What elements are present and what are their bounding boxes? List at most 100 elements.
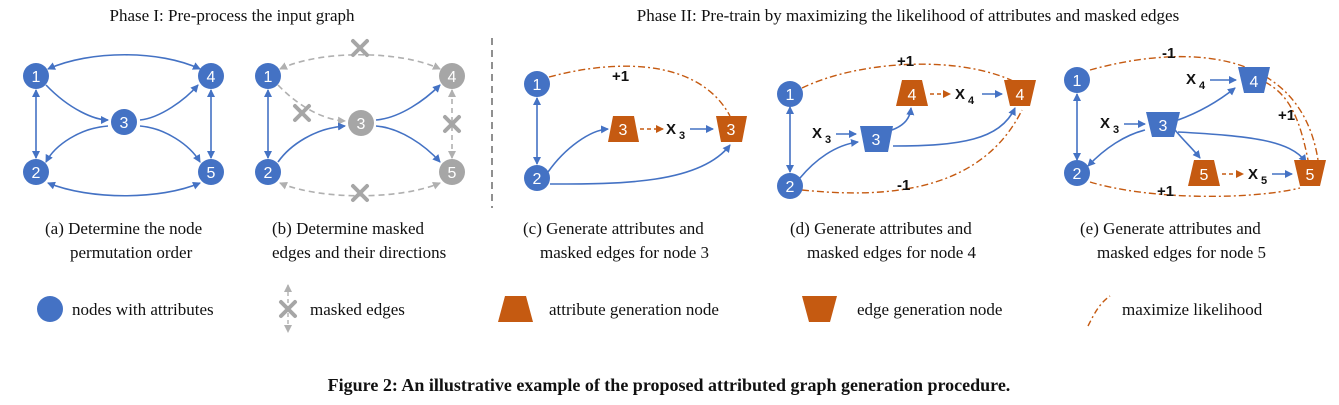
svg-text:X: X — [1248, 166, 1258, 183]
attr-x3: X 3 — [812, 125, 831, 146]
attr-x5: X 5 — [1248, 166, 1267, 187]
node-2: 2 — [777, 173, 803, 199]
caption-c-line1: (c) Generate attributes and — [523, 219, 704, 238]
edge-gen-node-5: 5 — [1294, 160, 1326, 186]
caption-b-line2: edges and their directions — [272, 243, 446, 262]
panel-d: +1 -1 X 3 3 4 X 4 4 1 2 — [777, 53, 1036, 199]
likelihood-plus1: +1 — [612, 68, 629, 85]
legend-nodes-label: nodes with attributes — [72, 300, 214, 319]
caption-d-line1: (d) Generate attributes and — [790, 219, 972, 238]
caption-e-line1: (e) Generate attributes and — [1080, 219, 1261, 238]
panel-c: +1 3 X 3 3 1 2 — [524, 65, 747, 191]
svg-text:X: X — [812, 125, 822, 142]
edge-gen-node-3: 3 — [716, 116, 747, 142]
legend-masked-icon — [279, 284, 297, 333]
svg-text:2: 2 — [264, 165, 273, 182]
likelihood-minus1: -1 — [897, 177, 910, 194]
svg-text:3: 3 — [1159, 118, 1168, 135]
svg-text:2: 2 — [533, 171, 542, 188]
svg-text:3: 3 — [825, 134, 831, 146]
node-3: 3 — [348, 110, 374, 136]
attr-gen-node-4: 4 — [896, 80, 928, 106]
caption-e-line2: masked edges for node 5 — [1097, 243, 1266, 262]
masked-x-marks — [293, 39, 461, 202]
legend-edge-gen-label: edge generation node — [857, 300, 1002, 319]
node-5: 5 — [439, 159, 465, 185]
legend: nodes with attributes masked edges attri… — [37, 284, 1263, 333]
figure-caption: Figure 2: An illustrative example of the… — [328, 375, 1011, 395]
attr-gen-node-5: 5 — [1188, 160, 1220, 186]
phase2-title: Phase II: Pre-train by maximizing the li… — [637, 6, 1179, 25]
legend-edge-gen-icon — [802, 296, 837, 322]
node-2: 2 — [23, 159, 49, 185]
svg-text:4: 4 — [448, 69, 457, 86]
node-4: 4 — [439, 63, 465, 89]
caption-a-line2: permutation order — [70, 243, 193, 262]
likelihood-minus1: -1 — [1162, 45, 1175, 62]
svg-text:4: 4 — [908, 87, 917, 104]
svg-text:5: 5 — [207, 165, 216, 182]
svg-text:X: X — [1100, 115, 1110, 132]
svg-text:3: 3 — [727, 122, 736, 139]
svg-text:5: 5 — [1200, 167, 1209, 184]
svg-text:4: 4 — [1016, 87, 1025, 104]
attr-x4: X 4 — [1186, 71, 1206, 92]
svg-text:3: 3 — [619, 122, 628, 139]
edge-gen-node-4: 4 — [1238, 67, 1270, 93]
legend-maximize-label: maximize likelihood — [1122, 300, 1263, 319]
panel-b: 1 4 3 2 5 — [255, 39, 465, 202]
svg-text:2: 2 — [32, 165, 41, 182]
svg-text:1: 1 — [1073, 73, 1082, 90]
svg-text:5: 5 — [1261, 175, 1267, 187]
svg-text:3: 3 — [1113, 124, 1119, 136]
svg-text:5: 5 — [448, 165, 457, 182]
node-3: 3 — [111, 109, 137, 135]
svg-text:X: X — [1186, 71, 1196, 88]
node-1: 1 — [524, 71, 550, 97]
svg-text:4: 4 — [1199, 80, 1206, 92]
legend-masked-label: masked edges — [310, 300, 405, 319]
legend-attr-gen-label: attribute generation node — [549, 300, 719, 319]
legend-attr-gen-icon — [498, 296, 533, 322]
node-4: 4 — [198, 63, 224, 89]
svg-text:X: X — [955, 86, 965, 103]
node-1: 1 — [777, 81, 803, 107]
svg-text:4: 4 — [1250, 74, 1259, 91]
edge-gen-node-4: 4 — [1004, 80, 1036, 106]
svg-text:3: 3 — [357, 116, 366, 133]
node-2: 2 — [524, 165, 550, 191]
attr-x3: X 3 — [1100, 115, 1119, 136]
svg-text:3: 3 — [679, 130, 685, 142]
caption-b-line1: (b) Determine masked — [272, 219, 424, 238]
panel-a: 1 4 3 2 5 — [23, 54, 224, 197]
svg-text:2: 2 — [1073, 166, 1082, 183]
attr-x4: X 4 — [955, 86, 975, 107]
node-2: 2 — [1064, 160, 1090, 186]
svg-text:2: 2 — [786, 179, 795, 196]
node-1: 1 — [23, 63, 49, 89]
edge-gen-node-3: 3 — [1146, 112, 1180, 137]
caption-c-line2: masked edges for node 3 — [540, 243, 709, 262]
svg-text:3: 3 — [872, 132, 881, 149]
likelihood-plus1: +1 — [897, 53, 914, 70]
node-1: 1 — [1064, 67, 1090, 93]
phase1-title: Phase I: Pre-process the input graph — [109, 6, 355, 25]
svg-text:4: 4 — [207, 69, 216, 86]
edge-gen-node-3: 3 — [860, 126, 893, 152]
likelihood-plus1: +1 — [1278, 107, 1295, 124]
caption-d-line2: masked edges for node 4 — [807, 243, 977, 262]
svg-text:1: 1 — [32, 69, 41, 86]
caption-a-line1: (a) Determine the node — [45, 219, 202, 238]
svg-text:4: 4 — [968, 95, 975, 107]
svg-text:1: 1 — [786, 87, 795, 104]
attr-gen-node-3: 3 — [608, 116, 639, 142]
legend-likelihood-icon — [1087, 295, 1111, 327]
svg-text:3: 3 — [120, 115, 129, 132]
panel-e: -1 +1 +1 X 4 4 X 3 3 5 X 5 5 1 — [1064, 45, 1326, 200]
node-5: 5 — [198, 159, 224, 185]
svg-text:5: 5 — [1306, 167, 1315, 184]
svg-text:1: 1 — [264, 69, 273, 86]
node-2: 2 — [255, 159, 281, 185]
legend-node-icon — [37, 296, 63, 322]
